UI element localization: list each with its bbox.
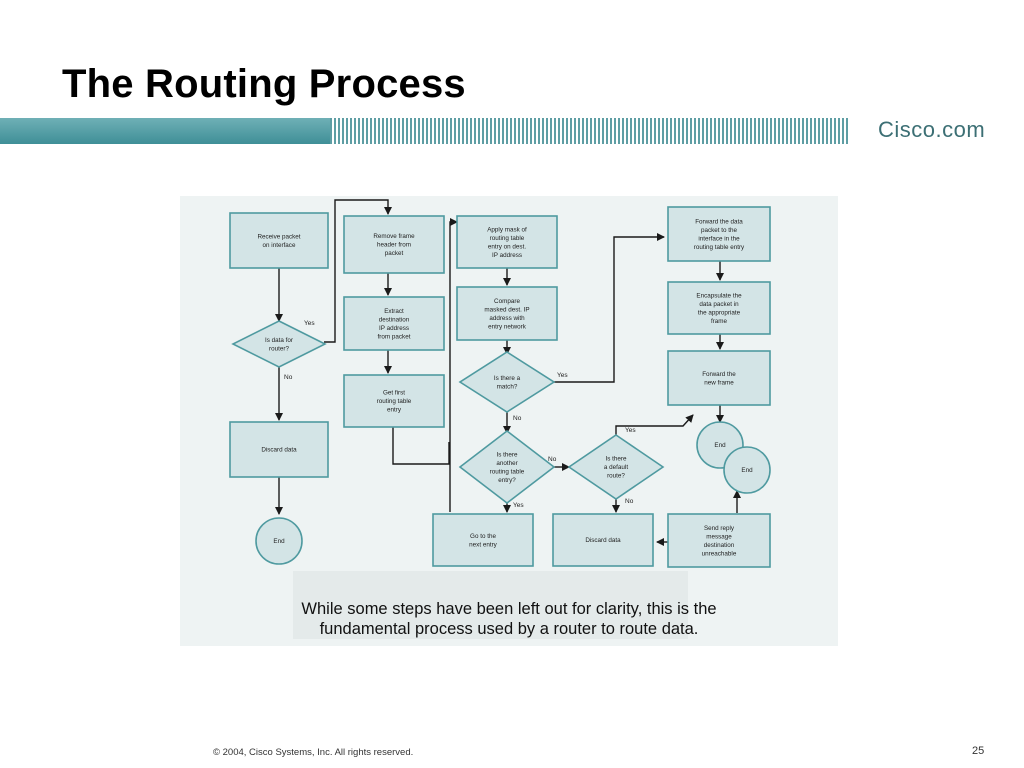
caption-line-2: fundamental process used by a router to …	[319, 620, 699, 638]
node-text-discard1: Discard data	[261, 447, 297, 454]
process-box-apply_mask	[456, 215, 558, 269]
process-box-get_first	[343, 374, 445, 428]
terminator-end1	[255, 517, 303, 565]
header-band-solid	[0, 118, 330, 144]
decision-default_route	[567, 434, 665, 500]
process-box-send_reply	[667, 513, 771, 568]
decision-data_for_router	[231, 320, 327, 368]
caption-line-1: While some steps have been left out for …	[301, 600, 717, 618]
edge-label-no3: No	[548, 456, 557, 463]
caption-background	[293, 571, 688, 639]
header-band: Cisco.com	[0, 117, 1024, 144]
process-box-forward_frame	[667, 350, 771, 406]
edge-label-no2: No	[513, 415, 522, 422]
terminator-end3	[723, 446, 771, 494]
node-text-discard2: Discard data	[585, 537, 621, 544]
process-box-encapsulate	[667, 281, 771, 335]
connector-c7	[392, 427, 450, 465]
edge-label-no4: No	[625, 498, 634, 505]
decision-match	[458, 351, 556, 413]
process-box-extract_ip	[343, 296, 445, 351]
process-box-next_entry	[432, 513, 534, 567]
connector-c2	[324, 199, 392, 343]
cisco-logo: Cisco.com	[878, 117, 986, 142]
edge-label-no1: No	[284, 374, 293, 381]
node-text-end2: End	[714, 442, 726, 449]
process-box-discard2	[552, 513, 654, 567]
process-box-remove_header	[343, 215, 445, 274]
process-box-discard1	[229, 421, 329, 478]
node-text-end1: End	[273, 538, 285, 545]
process-box-compare	[456, 286, 558, 341]
page-number: 25	[972, 745, 985, 757]
copyright-footer: © 2004, Cisco Systems, Inc. All rights r…	[213, 747, 414, 758]
connector-c14	[449, 218, 458, 512]
edge-label-yes2: Yes	[557, 372, 568, 379]
process-box-receive	[229, 212, 329, 269]
caption: While some steps have been left out for …	[180, 599, 838, 639]
process-box-forward_packet	[667, 206, 771, 262]
header-band-stripes	[330, 118, 850, 144]
edge-label-yes1: Yes	[304, 320, 315, 327]
connector-c15	[615, 414, 694, 435]
decision-another_entry	[458, 429, 556, 505]
edge-label-yes4: Yes	[625, 427, 636, 434]
edge-label-yes3: Yes	[513, 502, 524, 509]
connector-c10	[554, 233, 665, 383]
slide-title: The Routing Process	[62, 62, 466, 106]
node-text-end3: End	[741, 467, 753, 474]
